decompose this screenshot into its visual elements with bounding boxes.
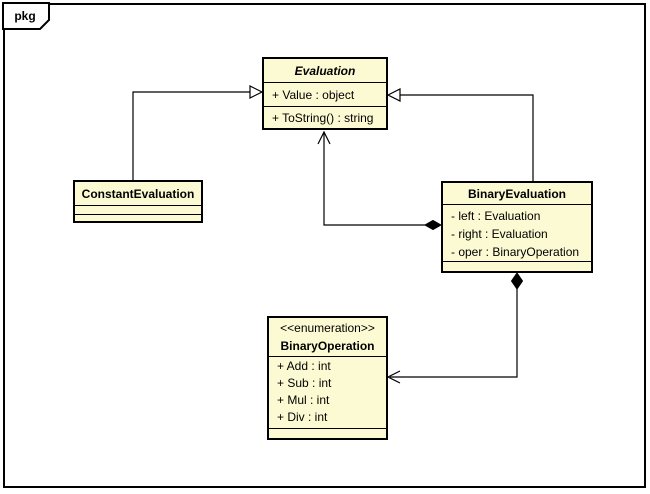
attribute: - right : Evaluation	[451, 227, 548, 241]
operations-compartment	[269, 428, 386, 438]
operation: + ToString() : string	[272, 110, 374, 125]
attribute: - left : Evaluation	[451, 209, 541, 223]
class-name: Evaluation	[294, 63, 356, 78]
attributes-compartment	[75, 205, 201, 214]
class-name-compartment: Evaluation	[264, 59, 386, 82]
package-frame	[3, 3, 646, 488]
operations-compartment: + ToString() : string	[264, 106, 386, 128]
class-constantevaluation[interactable]: ConstantEvaluation	[73, 180, 203, 223]
class-binaryevaluation[interactable]: BinaryEvaluation - left : Evaluation - r…	[441, 181, 593, 273]
class-binaryoperation[interactable]: <<enumeration>> BinaryOperation + Add : …	[267, 316, 388, 440]
attribute: + Div : int	[277, 410, 328, 424]
hollow-triangle-arrow-icon	[249, 85, 264, 99]
class-name: BinaryEvaluation	[467, 186, 567, 201]
open-arrow-icon	[386, 370, 401, 384]
stereotype-label: <<enumeration>>	[280, 321, 375, 335]
generalization-binaryevaluation-to-evaluation[interactable]	[386, 88, 534, 181]
attributes-compartment: - left : Evaluation - right : Evaluation…	[443, 204, 591, 261]
generalization-constantevaluation-to-evaluation[interactable]	[132, 85, 264, 180]
operations-compartment	[443, 261, 591, 271]
filled-diamond-icon	[510, 272, 524, 290]
class-name-compartment: ConstantEvaluation	[75, 182, 201, 205]
attribute: + Add : int	[277, 359, 331, 373]
class-name: ConstantEvaluation	[81, 186, 195, 201]
attribute: + Mul : int	[277, 393, 330, 407]
attribute: - oper : BinaryOperation	[451, 245, 580, 259]
package-tab-label: pkg	[14, 9, 36, 23]
class-name-compartment: BinaryEvaluation	[443, 183, 591, 204]
attribute: + Value : object	[272, 87, 355, 102]
class-evaluation[interactable]: Evaluation + Value : object + ToString()…	[262, 57, 388, 130]
composition-binaryevaluation-to-evaluation[interactable]	[317, 130, 443, 231]
attribute: + Sub : int	[277, 376, 332, 390]
attributes-compartment: + Value : object	[264, 82, 386, 106]
class-name: BinaryOperation	[280, 339, 375, 353]
hollow-triangle-arrow-icon	[386, 88, 401, 102]
attributes-compartment: + Add : int + Sub : int + Mul : int + Di…	[269, 356, 386, 428]
operations-compartment	[75, 214, 201, 221]
composition-binaryevaluation-to-binaryoperation[interactable]	[386, 272, 524, 384]
open-arrow-icon	[317, 130, 331, 145]
class-name-compartment: <<enumeration>> BinaryOperation	[269, 318, 386, 356]
filled-diamond-icon	[423, 219, 443, 231]
